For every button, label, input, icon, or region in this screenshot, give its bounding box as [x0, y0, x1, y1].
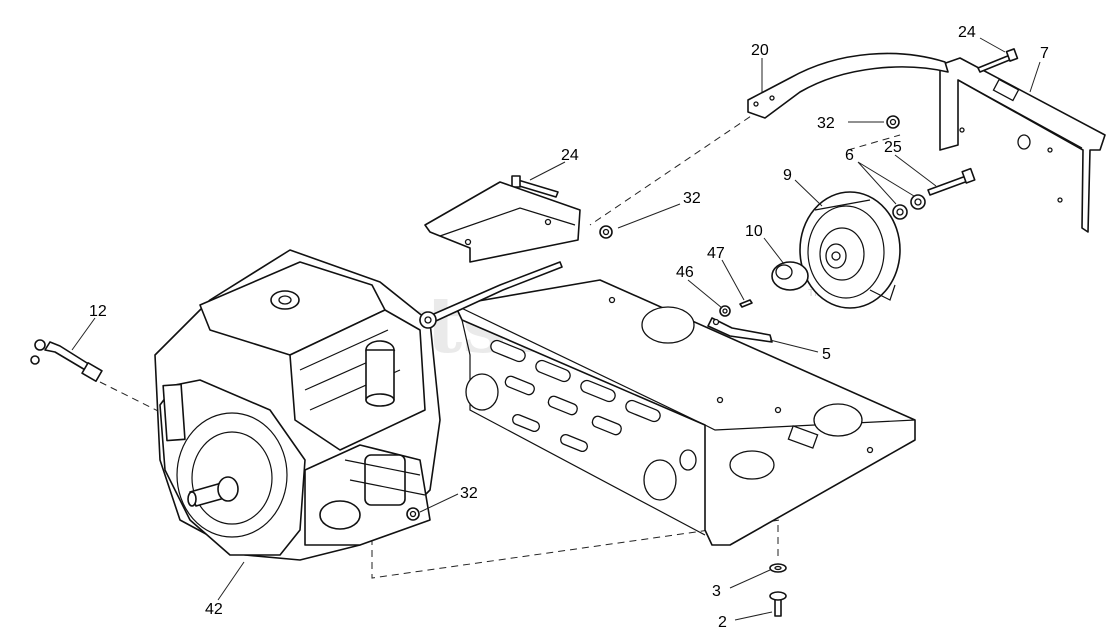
- link-hardware: [419, 261, 563, 329]
- bracket-7: [939, 57, 1106, 233]
- nut-32-low: [406, 507, 420, 521]
- frame: [454, 279, 916, 546]
- callout-32-top: 32: [817, 115, 835, 132]
- callout-2: 2: [718, 614, 727, 631]
- engine-42: [154, 249, 441, 561]
- washers-6: [892, 194, 926, 220]
- leader-lines: [71, 37, 1041, 621]
- callout-42: 42: [205, 601, 223, 618]
- callout-10: 10: [745, 223, 763, 240]
- callout-47: 47: [707, 245, 725, 262]
- callout-25: 25: [884, 139, 902, 156]
- trademark: TM: [808, 288, 822, 299]
- callout-24-top: 24: [958, 24, 976, 41]
- bolt-25: [927, 167, 976, 196]
- callout-7: 7: [1040, 45, 1049, 62]
- callout-32-mid: 32: [683, 190, 701, 207]
- rod-5: [707, 317, 773, 343]
- callout-5: 5: [822, 346, 831, 363]
- mount-plate: [424, 181, 581, 263]
- bolt-24-mid: [511, 175, 559, 198]
- fitting-12: [30, 339, 103, 382]
- alignment-lines: [99, 109, 901, 579]
- nut-32-mid: [599, 225, 613, 239]
- bar-20: [747, 52, 949, 119]
- callout-12: 12: [89, 303, 107, 320]
- washer-3: [769, 563, 787, 573]
- bolt-2: [769, 591, 787, 617]
- callouts: 24 7 20 32 6 25 9 24 32 10 47 46 12 5 32…: [89, 24, 1049, 631]
- callout-6: 6: [845, 147, 854, 164]
- clutch-9: [799, 191, 901, 309]
- callout-24-mid: 24: [561, 147, 579, 164]
- fastener-46-47: [719, 299, 753, 317]
- nut-32-top: [886, 115, 900, 129]
- bolt-24-top: [977, 48, 1019, 73]
- callout-9: 9: [783, 167, 792, 184]
- spacer-10: [771, 261, 809, 291]
- callout-3: 3: [712, 583, 721, 600]
- callout-32-low: 32: [460, 485, 478, 502]
- callout-46: 46: [676, 264, 694, 281]
- callout-20: 20: [751, 42, 769, 59]
